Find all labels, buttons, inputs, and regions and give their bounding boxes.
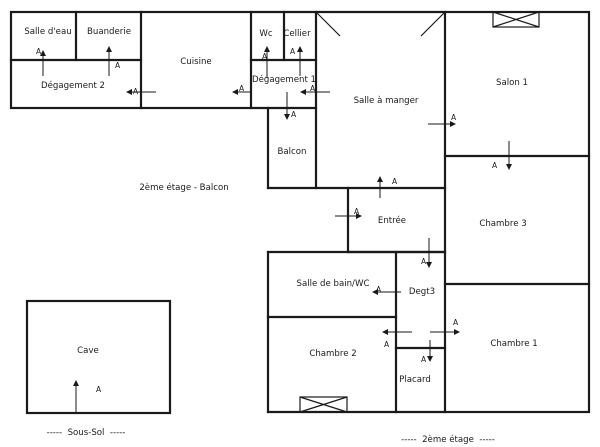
arrow-marker-label: A [310, 84, 316, 93]
arrow-marker-9: A [428, 113, 457, 127]
arrow-marker-label: A [354, 207, 360, 216]
arrow-marker-6: A [290, 46, 303, 76]
arrow-marker-12: A [335, 207, 362, 219]
captions: 2ème étage - Balcon ----- Sous-Sol -----… [47, 182, 495, 445]
window-symbol-chambre2 [299, 396, 348, 413]
arrow-marker-4: A [232, 84, 250, 95]
room-label-chambre3: Chambre 3 [479, 219, 526, 229]
room-label-degt3: Degt3 [409, 287, 435, 297]
room-label-chambre2: Chambre 2 [309, 349, 356, 359]
arrow-marker-16: A [430, 318, 460, 335]
walls-right-wing [443, 10, 591, 414]
arrow-marker-1: A [36, 47, 46, 76]
arrow-marker-label: A [290, 47, 296, 56]
arrow-marker-label: A [115, 61, 121, 70]
arrow-marker-label: A [384, 340, 390, 349]
arrow-marker-label: A [376, 285, 382, 294]
arrow-marker-14: A [372, 285, 401, 295]
arrow-marker-5: A [262, 46, 270, 78]
arrow-marker-label: A [291, 110, 297, 119]
arrow-marker-label: A [36, 47, 42, 56]
room-label-cuisine: Cuisine [180, 57, 211, 67]
arrow-marker-2: A [106, 46, 121, 76]
arrow-marker-label: A [392, 177, 398, 186]
arrow-marker-18: A [73, 380, 102, 414]
arrow-marker-13: A [421, 238, 432, 268]
room-label-salle-eau: Salle d'eau [24, 27, 71, 37]
caption-2eme-etage: ----- 2ème étage ----- [401, 434, 495, 445]
arrow-marker-11: A [377, 176, 398, 198]
window-symbol-salon [492, 11, 540, 28]
arrow-marker-label: A [453, 318, 459, 327]
arrow-marker-label: A [492, 161, 498, 170]
arrow-marker-label: A [421, 355, 427, 364]
arrow-marker-label: A [96, 385, 102, 394]
room-labels: Salle d'eau Buanderie Dégagement 2 Cuisi… [24, 27, 537, 385]
walls-cave [25, 299, 172, 415]
room-label-salle-a-manger: Salle à manger [354, 96, 419, 106]
caption-balcon-level: 2ème étage - Balcon [139, 182, 228, 193]
room-label-buanderie: Buanderie [87, 27, 131, 37]
room-label-degagement1: Dégagement 1 [252, 74, 316, 85]
arrow-marker-label: A [262, 52, 268, 61]
room-label-salon1: Salon 1 [496, 78, 528, 88]
arrow-marker-label: A [451, 113, 457, 122]
arrow-markers: A A A A A A A A A A A A A A A A A A [36, 46, 512, 414]
arrow-marker-label: A [421, 257, 427, 266]
arrow-marker-8: A [284, 92, 297, 120]
arrow-marker-7: A [300, 84, 330, 95]
walls-central [249, 10, 447, 254]
room-label-chambre1: Chambre 1 [490, 339, 537, 349]
arrow-marker-10: A [492, 141, 512, 170]
room-label-entree: Entrée [378, 215, 406, 226]
room-label-placard: Placard [399, 375, 431, 385]
walls-bottom-block [266, 250, 447, 414]
arrow-marker-3: A [126, 87, 156, 96]
room-label-cave: Cave [77, 346, 99, 356]
arrow-marker-17: A [421, 340, 433, 364]
arrow-marker-label: A [239, 84, 245, 93]
room-label-cellier: Cellier [283, 29, 311, 39]
room-label-balcon: Balcon [278, 147, 307, 157]
room-label-wc: Wc [259, 29, 272, 39]
caption-sous-sol: ----- Sous-Sol ----- [47, 428, 126, 438]
arrow-marker-15: A [382, 329, 412, 349]
room-label-salle-de-bain: Salle de bain/WC [297, 279, 370, 289]
room-label-degagement2: Dégagement 2 [41, 80, 105, 91]
arrow-marker-label: A [133, 87, 139, 96]
